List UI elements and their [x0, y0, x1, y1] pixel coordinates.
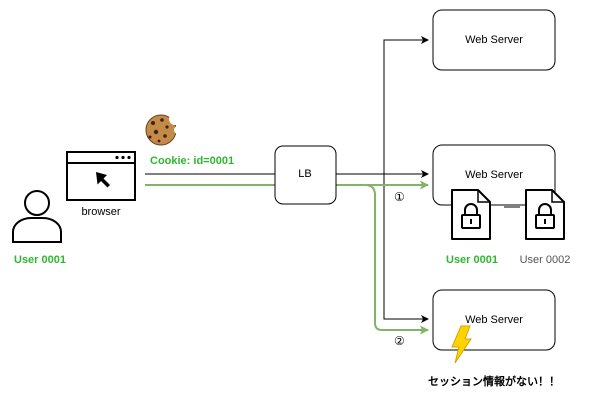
green-request-path [145, 180, 429, 335]
lightning-icon [451, 325, 472, 364]
lb-label: LB [298, 168, 312, 180]
warning-label: セッション情報がない！！ [428, 376, 560, 388]
session-user-0001-label: User 0001 [446, 254, 498, 266]
black-connections [145, 36, 429, 323]
user-label: User 0001 [14, 254, 66, 266]
route-marker-1: ① [394, 190, 405, 204]
branch-to-server1-line [383, 36, 429, 174]
lb-box [274, 145, 337, 205]
session-user-0002-label: User 0002 [519, 254, 571, 266]
branch-to-server3-line [383, 174, 429, 323]
browser-label: browser [81, 206, 121, 218]
cookie-icon [145, 113, 182, 146]
green-path-2-line [364, 184, 429, 335]
browser-window-icon [66, 151, 136, 201]
web-server-1-box [432, 9, 556, 71]
web-server-2-label: Web Server [465, 169, 523, 181]
web-server-3-label: Web Server [465, 314, 523, 326]
padlock-file-icon [525, 189, 565, 240]
route-marker-2: ② [394, 334, 405, 348]
web-server-1-label: Web Server [465, 34, 523, 46]
padlock-file-icon [451, 189, 491, 240]
cookie-label: Cookie: id=0001 [150, 155, 235, 167]
user-icon [12, 190, 62, 243]
cursor-arrow-icon [96, 172, 110, 188]
